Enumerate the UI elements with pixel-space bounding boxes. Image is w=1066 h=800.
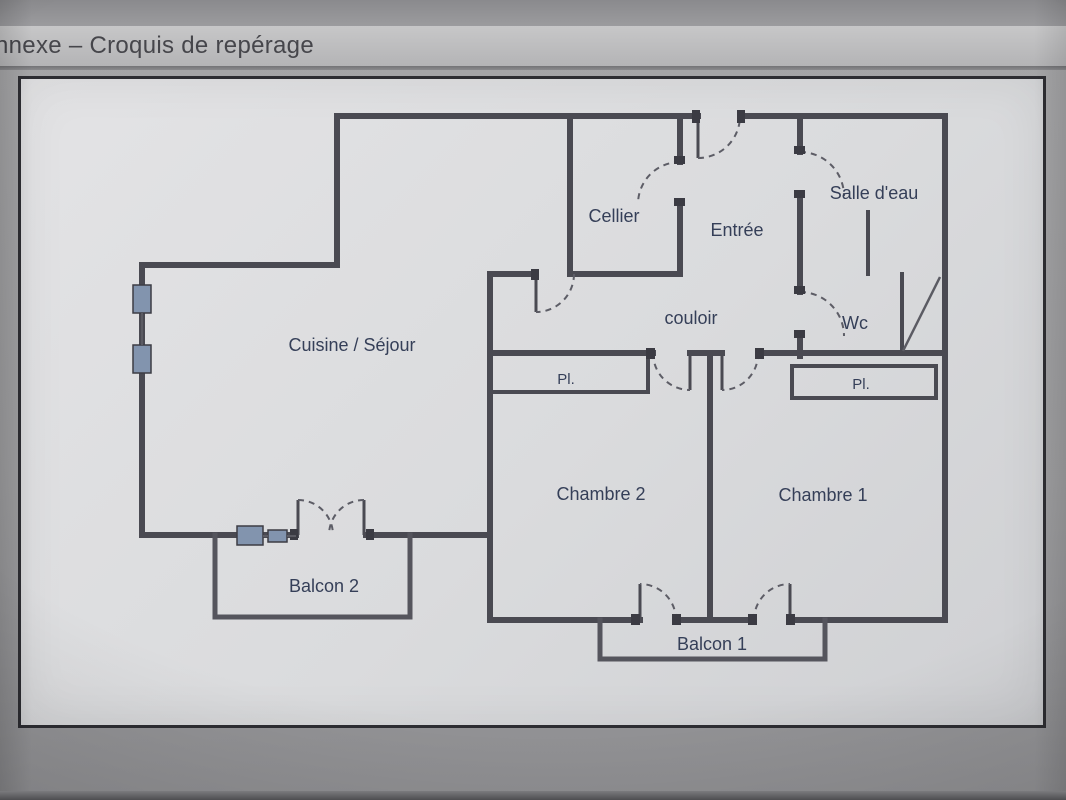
window-icon bbox=[132, 344, 152, 374]
header-divider bbox=[0, 66, 1066, 70]
label-pl-left: Pl. bbox=[557, 371, 575, 388]
balcon1-chambre2-door-arc bbox=[639, 583, 677, 621]
photo-top-margin bbox=[0, 0, 1066, 26]
annex-header-band: nnexe – Croquis de repérage bbox=[0, 26, 1066, 66]
window-icon bbox=[236, 525, 264, 546]
chambre2-door-arc bbox=[652, 352, 691, 391]
page-title: nnexe – Croquis de repérage bbox=[0, 32, 314, 59]
duct-diagonal bbox=[901, 276, 942, 352]
interior-partitions bbox=[488, 210, 942, 400]
chambre1-door-arc bbox=[721, 352, 760, 391]
label-couloir: couloir bbox=[664, 308, 717, 328]
entry-door-arc bbox=[697, 115, 741, 159]
cellier-door-arc bbox=[637, 161, 681, 205]
label-chambre2: Chambre 2 bbox=[556, 484, 645, 504]
label-pl-right: Pl. bbox=[852, 376, 870, 393]
balcony-walls bbox=[212, 532, 828, 662]
label-balcon1: Balcon 1 bbox=[677, 634, 747, 654]
door-jambs bbox=[290, 110, 805, 625]
balcon2-door-arc-left bbox=[297, 499, 334, 536]
window-icon bbox=[132, 284, 152, 314]
room-labels: Cellier Entrée Salle d'eau couloir Wc Pl… bbox=[288, 183, 918, 654]
label-entree: Entrée bbox=[710, 220, 763, 240]
window-symbols bbox=[132, 284, 296, 546]
label-chambre1: Chambre 1 bbox=[778, 485, 867, 505]
salle-deau-door-arc bbox=[799, 151, 845, 197]
window-icon bbox=[267, 529, 288, 543]
wc-door-arc bbox=[799, 291, 845, 337]
photo-bottom-edge bbox=[0, 791, 1066, 800]
label-cellier: Cellier bbox=[588, 206, 639, 226]
label-balcon2: Balcon 2 bbox=[289, 576, 359, 596]
door-leaves bbox=[296, 116, 792, 620]
balcon1-chambre1-door-arc bbox=[753, 583, 791, 621]
label-salle-deau: Salle d'eau bbox=[830, 183, 919, 203]
label-cuisine-sejour: Cuisine / Séjour bbox=[288, 335, 415, 355]
sejour-door-arc bbox=[535, 273, 575, 313]
door-arcs bbox=[297, 115, 845, 621]
label-wc: Wc bbox=[842, 313, 868, 333]
balcon2-door-arc-right bbox=[328, 499, 365, 536]
walls bbox=[139, 113, 948, 623]
